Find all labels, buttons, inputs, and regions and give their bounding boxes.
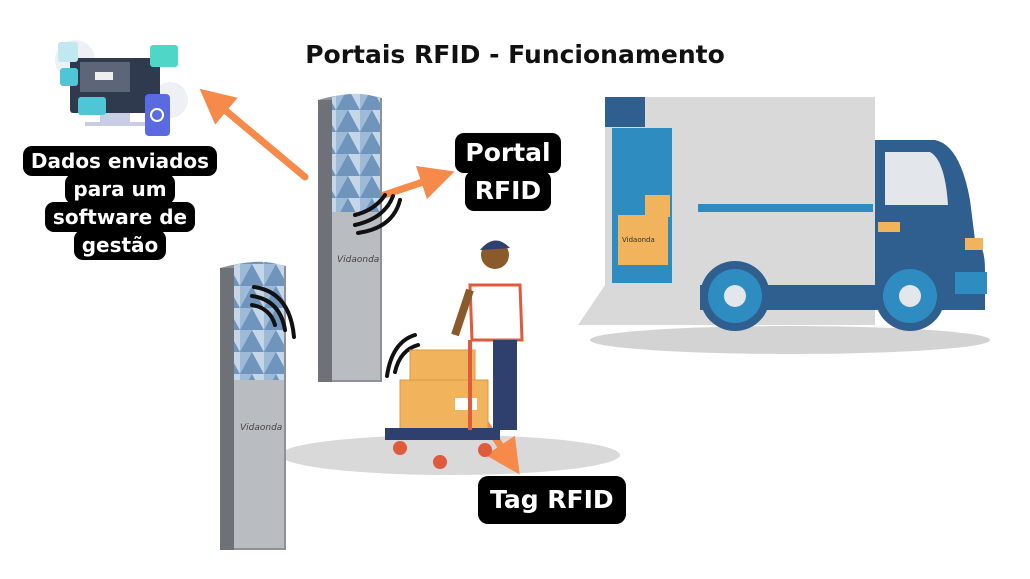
label-line: RFID (464, 171, 552, 211)
page-title: Portais RFID - Funcionamento (305, 40, 725, 69)
arrow-to-portal-label (380, 165, 455, 200)
rfid-portal-back: Vidaonda (318, 93, 382, 382)
label-line: para um (65, 174, 175, 204)
label-line: software de (44, 202, 196, 232)
vidaonda-logo: Vidaonda (240, 423, 282, 433)
label-tag-rfid: Tag RFID (478, 476, 626, 524)
ground-shadow (280, 326, 990, 475)
rfid-portal-front: Vidaonda (220, 261, 286, 550)
label-software: Dados enviados para um software de gestã… (20, 146, 220, 260)
label-line: gestão (73, 230, 167, 260)
label-line: Tag RFID (478, 476, 626, 524)
label-line: Portal (455, 133, 561, 173)
label-portal-rfid: Portal RFID (455, 133, 561, 211)
delivery-truck: Vidaonda (578, 97, 987, 331)
arrow-to-software (199, 88, 309, 181)
software-dashboard-icon (55, 40, 188, 136)
vidaonda-logo: Vidaonda (622, 236, 655, 244)
vidaonda-logo: Vidaonda (337, 255, 379, 265)
label-line: Dados enviados (22, 146, 218, 176)
worker-with-cart (385, 240, 524, 469)
